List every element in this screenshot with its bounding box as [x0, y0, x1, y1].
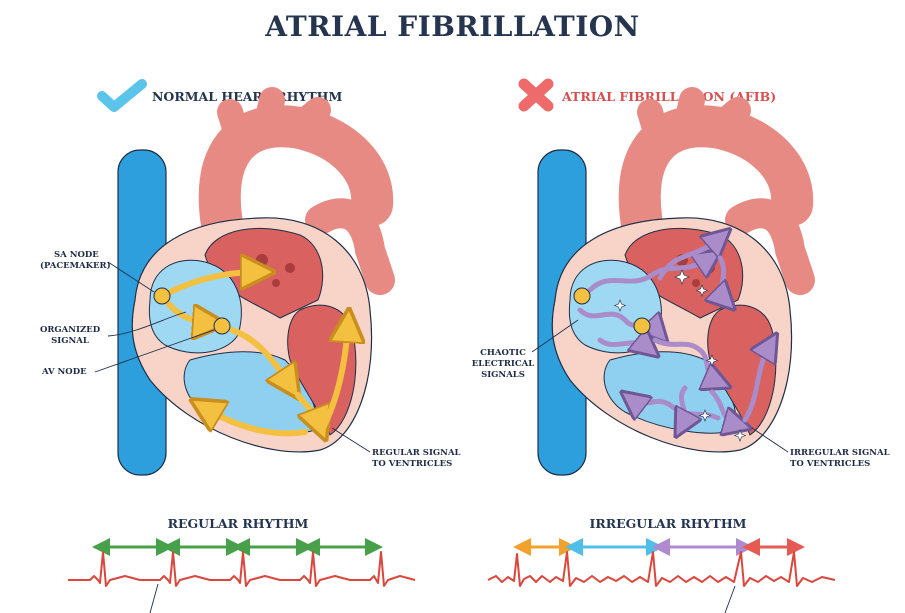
chaotic-signals-label: CHAOTIC ELECTRICAL SIGNALS [471, 348, 535, 380]
chaotic-arrow [720, 255, 725, 300]
chaotic-arrow [587, 258, 710, 293]
normal-rhythm-heading: NORMAL HEART RHYTHM [152, 89, 343, 104]
signal-arrow [167, 272, 258, 295]
signal-arrow [165, 300, 210, 323]
cross-icon [518, 78, 554, 112]
sa-node [153, 287, 171, 305]
irregular-rhythm-title: IRREGULAR RHYTHM [589, 516, 747, 531]
page-title: ATRIAL FIBRILLATION [265, 10, 640, 43]
chaotic-arrow [652, 337, 718, 382]
regular-rhythm-title: REGULAR RHYTHM [167, 516, 309, 531]
av-node-label: AV NODE [42, 367, 87, 377]
signal-arrow [229, 327, 290, 385]
signal-arrow [295, 392, 320, 425]
chaotic-arrow [657, 238, 720, 281]
checkmark-icon [97, 79, 147, 112]
normal-heart [94, 100, 380, 475]
sa-node-label: SA NODE (PACEMAKER) [40, 250, 111, 271]
signal-arrow [319, 325, 348, 433]
organized-signal-label: ORGANIZED SIGNAL [39, 325, 101, 346]
chaotic-arrow [709, 389, 738, 425]
regular-ecg-trace [68, 551, 416, 587]
chaotic-arrow [681, 385, 685, 425]
irregular-signal-label: IRREGULAR SIGNAL TO VENTRICLES [790, 448, 890, 469]
afib-heart [532, 100, 800, 475]
irregular-ecg-trace [487, 551, 836, 587]
regular-signal-label: REGULAR SIGNAL TO VENTRICLES [372, 448, 461, 469]
chaotic-arrow [597, 340, 648, 348]
chaotic-arrow [742, 345, 770, 423]
av-node [213, 317, 231, 335]
signal-arrow [205, 408, 308, 437]
afib-heading: ATRIAL FIBRILLATION (AFIB) [562, 89, 777, 104]
